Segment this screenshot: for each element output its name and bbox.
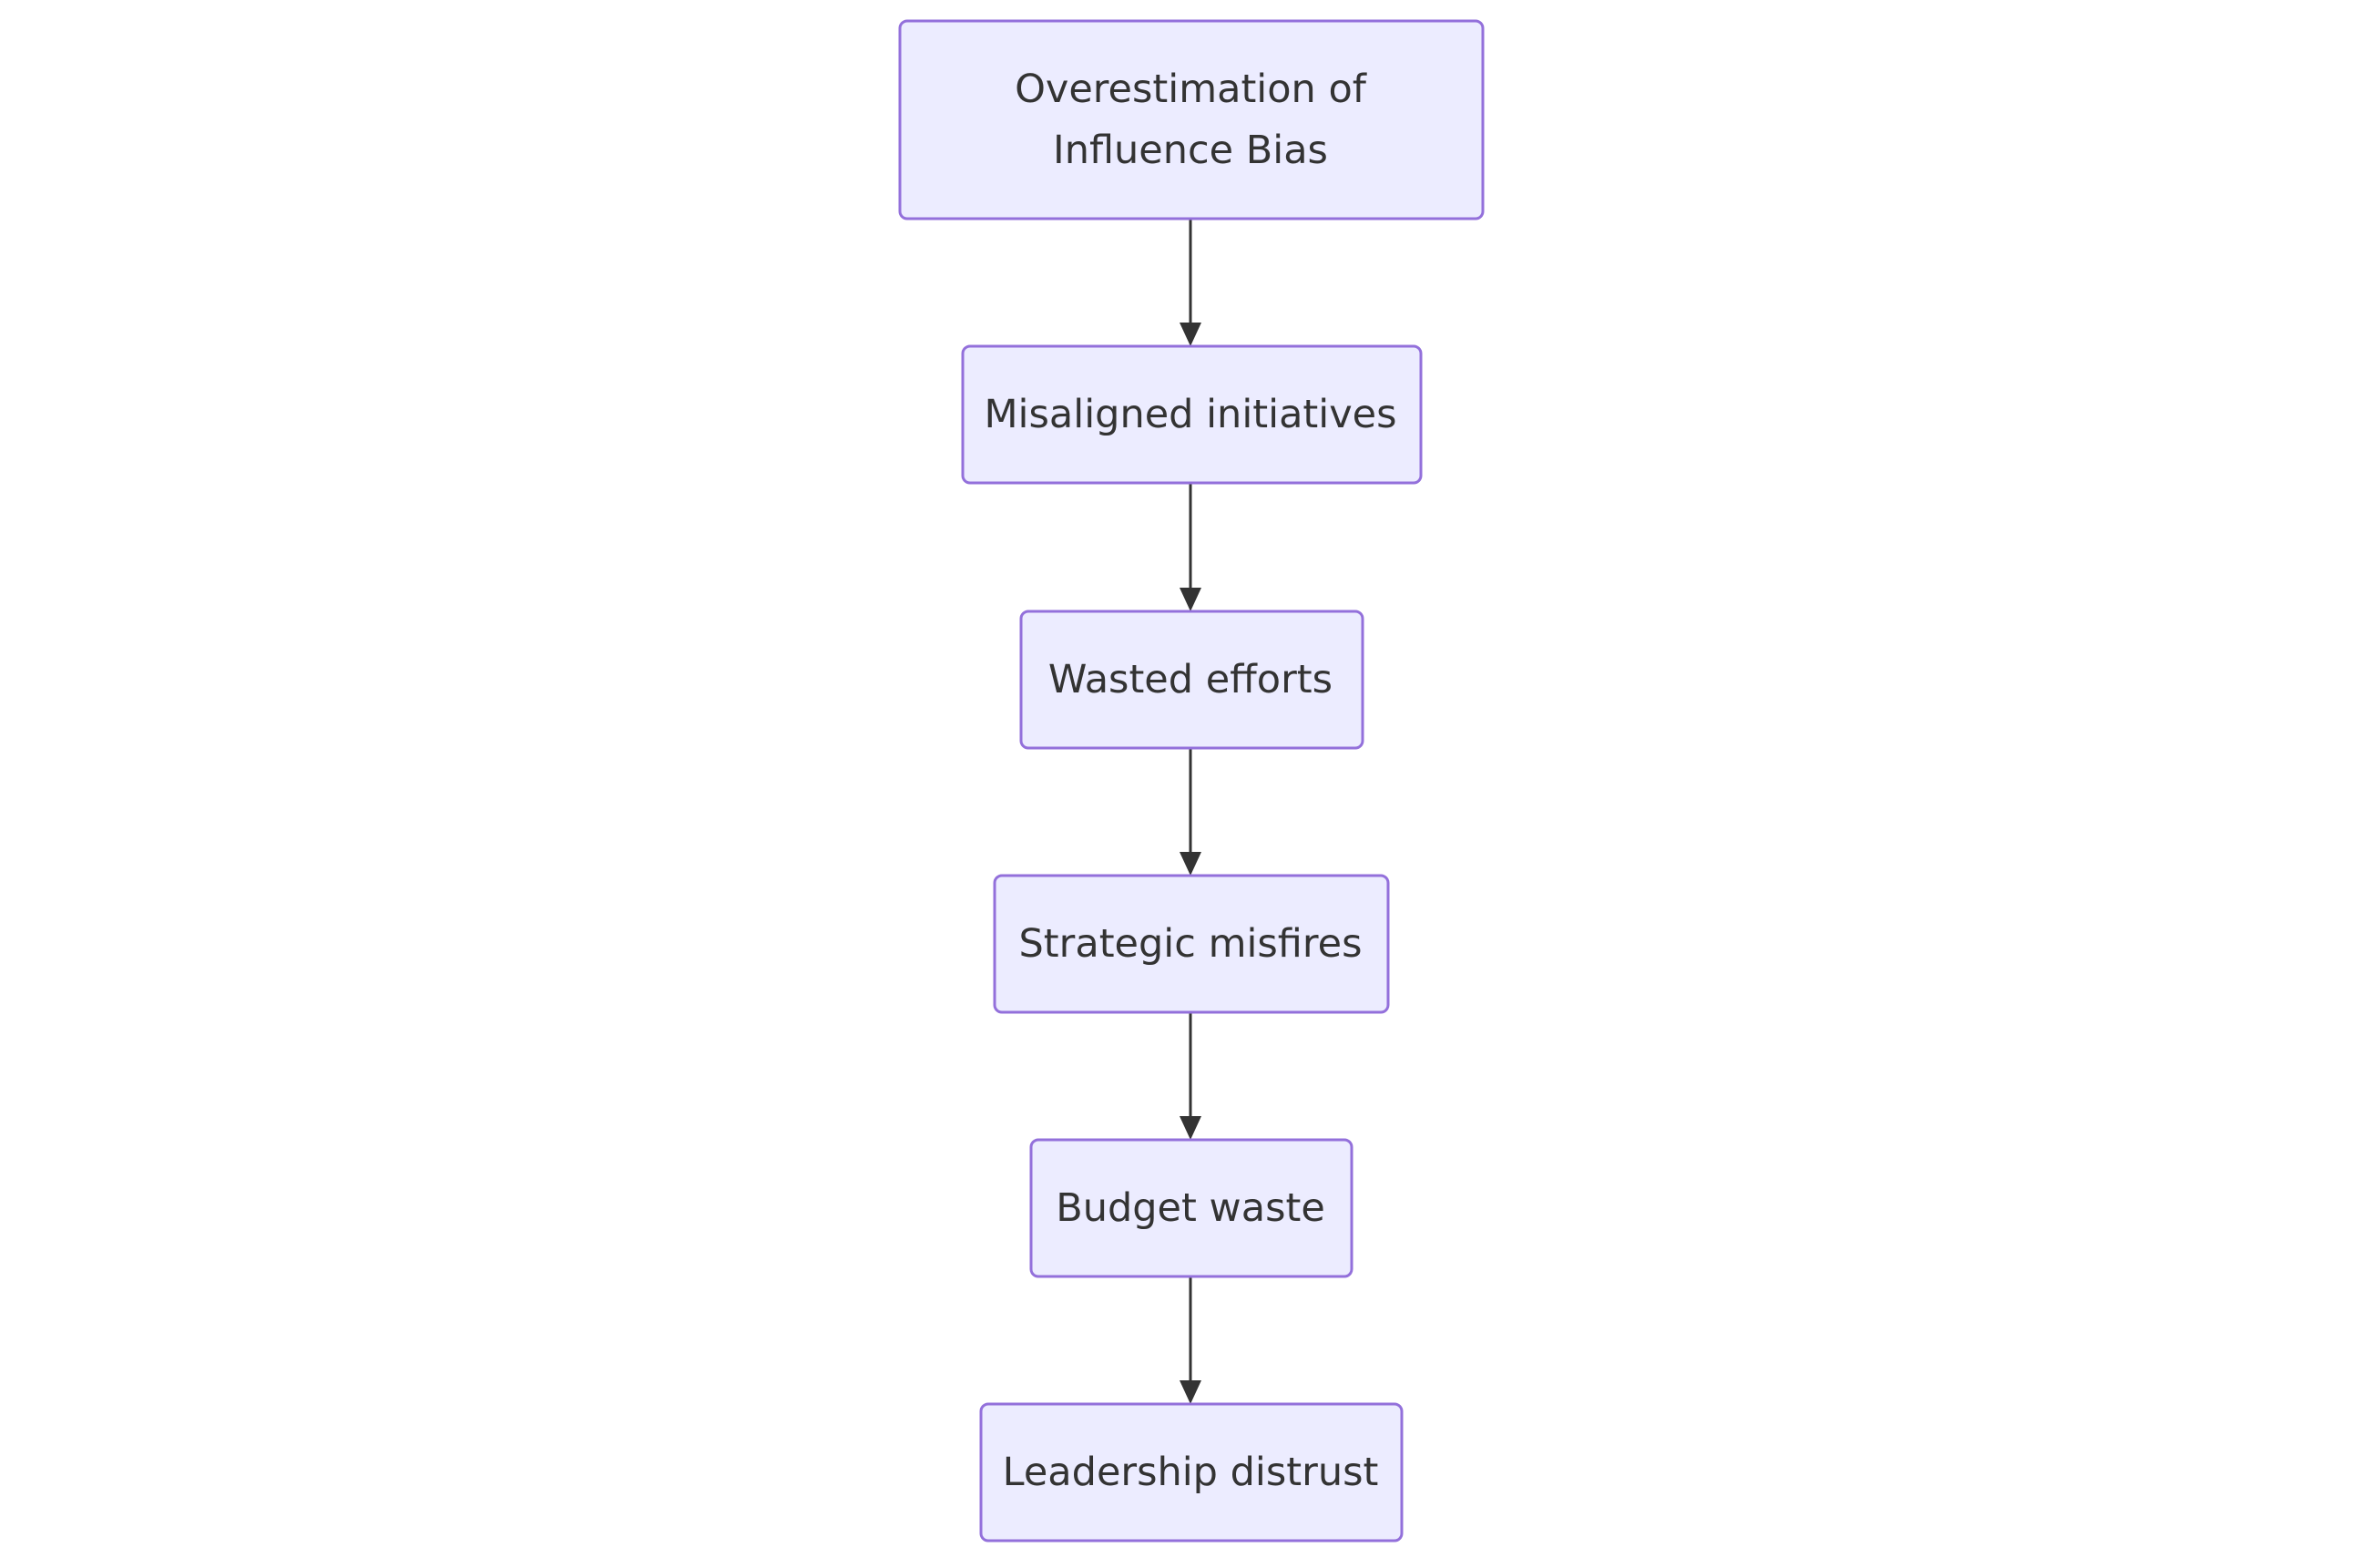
arrowhead-icon — [1180, 323, 1201, 346]
node-label: Strategic misfires — [1019, 921, 1363, 967]
node-misaligned: Misaligned initiatives — [961, 344, 1423, 485]
edge-misfires-to-budget — [1180, 1012, 1201, 1140]
arrowhead-icon — [1180, 1380, 1201, 1404]
edge-budget-to-distrust — [1180, 1276, 1201, 1404]
node-box — [979, 1402, 1404, 1543]
arrowhead-icon — [1180, 852, 1201, 876]
node-misfires: Strategic misfires — [993, 874, 1390, 1014]
node-label: Wasted efforts — [1048, 657, 1333, 702]
node-label: Budget waste — [1056, 1185, 1325, 1231]
node-box — [993, 874, 1390, 1014]
node-budget: Budget waste — [1029, 1138, 1353, 1278]
arrowhead-icon — [1180, 588, 1201, 611]
node-box — [1019, 610, 1364, 750]
node-wasted: Wasted efforts — [1019, 610, 1364, 750]
node-box — [898, 19, 1485, 220]
arrowhead-icon — [1180, 1116, 1201, 1140]
edges-layer — [1180, 219, 1201, 1404]
node-label: Leadership distrust — [1003, 1450, 1379, 1495]
edge-wasted-to-misfires — [1180, 748, 1201, 876]
node-label: Overestimation of — [1015, 67, 1367, 112]
edge-misaligned-to-wasted — [1180, 483, 1201, 611]
node-bias: Overestimation of Influence Bias — [898, 19, 1485, 220]
node-label: Misaligned initiatives — [984, 392, 1396, 437]
node-distrust: Leadership distrust — [979, 1402, 1404, 1543]
node-box — [961, 344, 1423, 485]
nodes-layer: Overestimation of Influence BiasMisaligne… — [898, 19, 1485, 1543]
edge-bias-to-misaligned — [1180, 219, 1201, 346]
node-label: Influence Bias — [1053, 128, 1328, 173]
node-box — [1029, 1138, 1353, 1278]
